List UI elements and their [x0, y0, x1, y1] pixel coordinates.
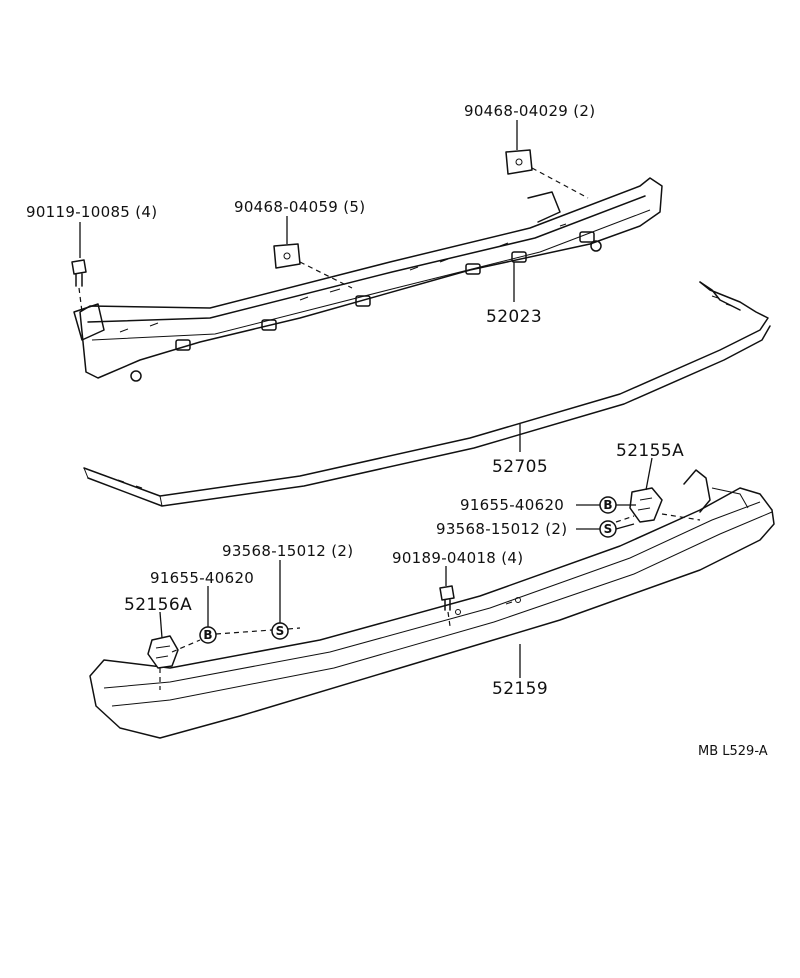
callout-clip-s-right: 93568-15012 (2) [436, 520, 567, 538]
badge-b-left-label: B [203, 628, 212, 642]
bumper-cover-drawing [89, 469, 775, 739]
leader-lines [79, 120, 653, 678]
bolt-90119-10085-drawing [71, 259, 87, 313]
callout-clip-s-left: 93568-15012 (2) [222, 542, 353, 560]
retainer-left-drawing [147, 635, 179, 690]
nut-90468-04059-drawing [273, 243, 353, 289]
bumper-reinforcement-drawing [73, 177, 663, 382]
callout-filler: 52705 [492, 457, 548, 477]
badge-s-left-label: S [276, 624, 285, 638]
screw-90189-04018-drawing [439, 585, 455, 627]
callout-bumper-cover: 52159 [492, 679, 548, 699]
badge-s-right-label: S [604, 522, 613, 536]
callout-reinforcement: 52023 [486, 307, 542, 327]
callout-screw: 90189-04018 (4) [392, 549, 523, 567]
callout-nut-mid: 90468-04059 (5) [234, 198, 365, 216]
badge-b-right-label: B [603, 498, 612, 512]
badge-b-left: B [199, 626, 217, 644]
badge-b-right: B [599, 496, 617, 514]
callout-clip-b-right: 91655-40620 [460, 496, 564, 514]
callout-bolt: 90119-10085 (4) [26, 203, 157, 221]
badge-s-right: S [599, 520, 617, 538]
callout-retainer-right: 52155A [616, 441, 684, 461]
callout-nut-top: 90468-04029 (2) [464, 102, 595, 120]
nut-90468-04029-drawing [505, 149, 589, 199]
callout-retainer-left: 52156A [124, 595, 192, 615]
reference-code: MB L529-A [698, 744, 768, 759]
bumper-filler-drawing [83, 281, 771, 507]
retainer-right-drawing [629, 487, 701, 523]
badge-s-left: S [271, 622, 289, 640]
callout-clip-b-left: 91655-40620 [150, 569, 254, 587]
